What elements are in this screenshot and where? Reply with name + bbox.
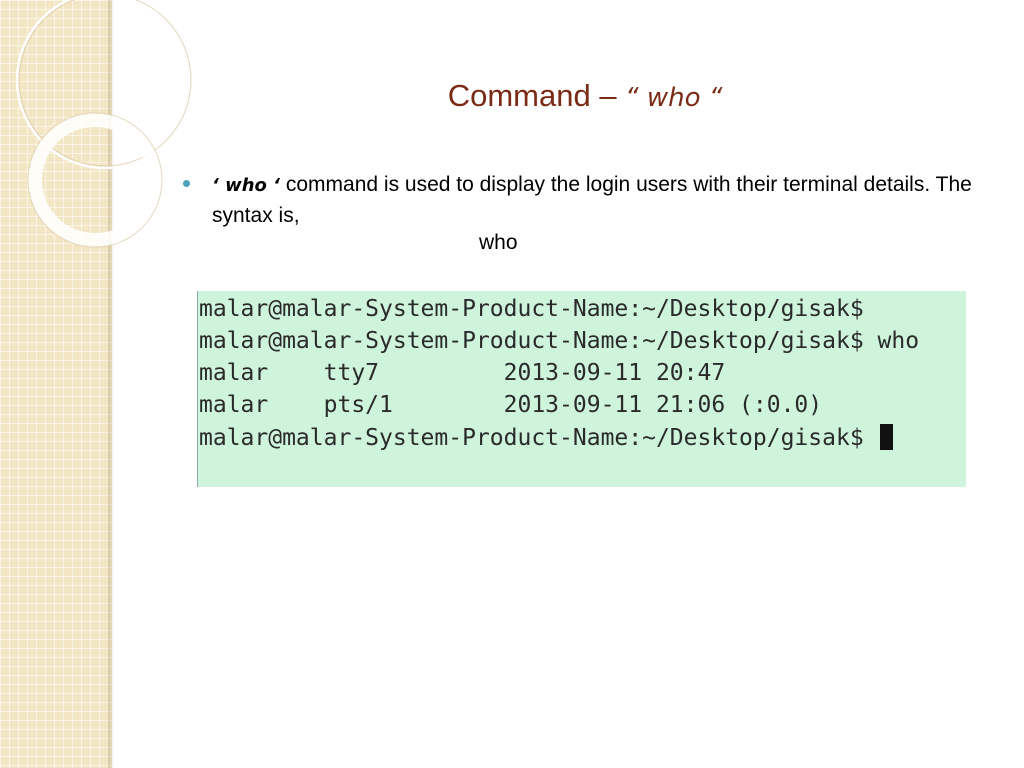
syntax-example: who	[479, 231, 518, 254]
terminal-line-4: malar pts/1 2013-09-11 21:06 (:0.0)	[199, 392, 823, 418]
slide-title: Command – “ who “	[0, 78, 1024, 114]
title-prefix: Command –	[447, 78, 626, 113]
terminal-line-2: malar@malar-System-Product-Name:~/Deskto…	[199, 328, 920, 354]
bullet-description: command is used to display the login use…	[212, 173, 972, 227]
terminal-cursor	[879, 424, 893, 450]
terminal-line-3: malar tty7 2013-09-11 20:47	[199, 360, 726, 386]
decorative-circles	[15, 0, 195, 248]
bullet-dot-icon	[183, 180, 190, 187]
bullet-text: ‘ who ‘ command is used to display the l…	[212, 170, 992, 231]
terminal-line-1: malar@malar-System-Product-Name:~/Deskto…	[199, 296, 864, 322]
terminal-prompt: malar@malar-System-Product-Name:~/Deskto…	[199, 425, 878, 451]
title-command: “ who “	[625, 83, 723, 113]
terminal-line-5: malar@malar-System-Product-Name:~/Deskto…	[199, 424, 893, 451]
terminal-screenshot: malar@malar-System-Product-Name:~/Deskto…	[197, 291, 966, 487]
side-panel-shadow	[108, 0, 114, 768]
bullet-command: ‘ who ‘	[212, 175, 281, 196]
